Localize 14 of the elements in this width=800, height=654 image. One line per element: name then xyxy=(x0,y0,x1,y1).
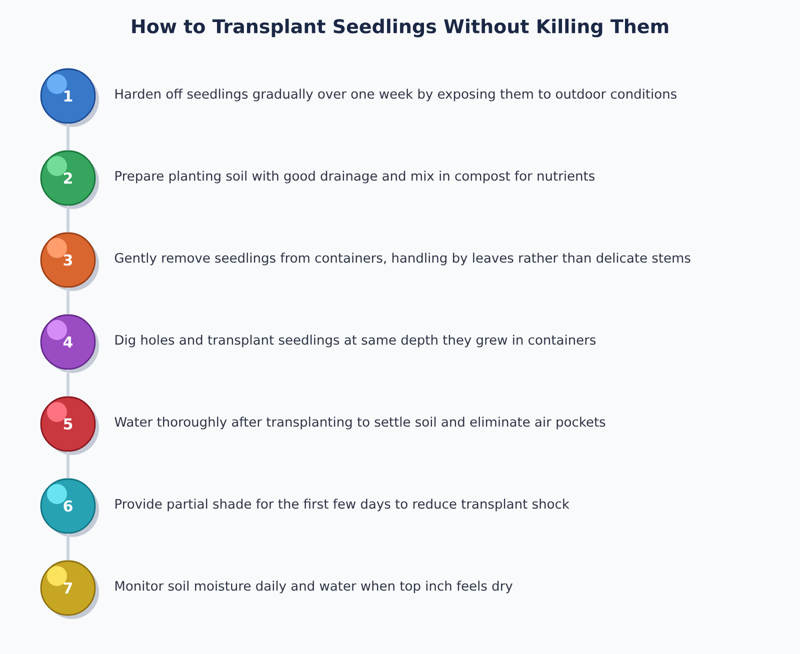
step-text: Prepare planting soil with good drainage and mix in compost for nutrients xyxy=(115,170,594,184)
connector-line xyxy=(66,206,70,232)
connector-line xyxy=(66,124,70,150)
step-text: Gently remove seedlings from containers, handling by leaves rather than delicate stems xyxy=(114,252,690,266)
connector-line xyxy=(66,370,70,396)
connector-line xyxy=(66,534,70,560)
step-text: Dig holes and transplant seedlings at same depth they grew in containers xyxy=(115,334,596,348)
step-text: Monitor soil moisture daily and water when top inch feels dry xyxy=(115,580,512,594)
step-text: Harden off seedlings gradually over one week by exposing them to outdoor conditions xyxy=(115,88,676,102)
connector-line xyxy=(66,288,70,314)
step-text: Provide partial shade for the first few days to reduce transplant shock xyxy=(115,498,570,512)
step-text: Water thoroughly after transplanting to settle soil and eliminate air pockets xyxy=(114,416,606,430)
title: How to Transplant Seedlings Without Killing Them xyxy=(132,18,668,38)
connector-line xyxy=(66,452,70,478)
